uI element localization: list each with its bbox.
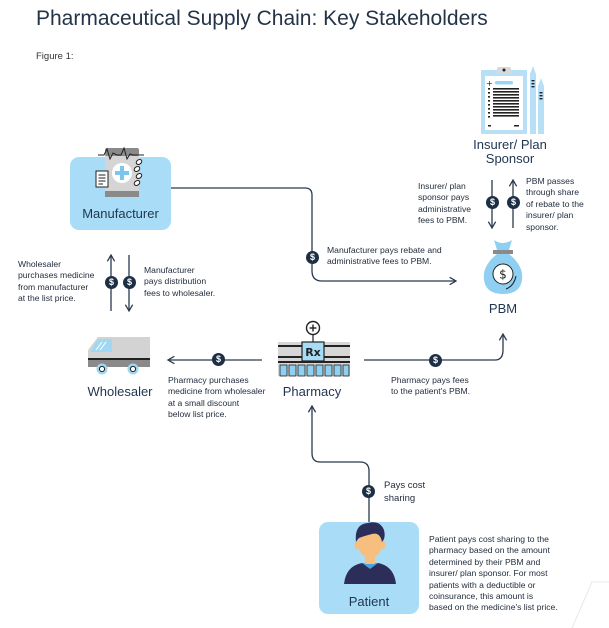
note-pbm-to-insurer: PBM passes through share of rebate to th… [526,176,584,232]
insurer-label-line2: Sponsor [485,151,535,166]
pbm-label: PBM [488,301,518,316]
delivery-truck-icon [88,337,150,375]
arrow-pharmacy-to-pbm [364,332,508,361]
dollar-coin-icon: $ [105,276,118,289]
note-pharmacy-to-pbm: Pharmacy pays fees to the patient's PBM. [391,375,471,397]
person-icon [344,522,396,584]
note-pharmacy-to-wholesaler: Pharmacy purchases medicine from wholesa… [168,375,266,420]
note-wholesaler-to-manufacturer: Wholesaler purchases medicine from manuf… [18,259,95,304]
pharmacy-label: Pharmacy [282,384,342,399]
money-bag-icon: $ [483,240,523,294]
note-manufacturer-to-wholesaler: Manufacturer pays distribution fees to w… [144,265,216,298]
dollar-coin-icon: $ [212,353,225,366]
dollar-coin-icon: $ [123,276,136,289]
decorative-corner-line [571,581,609,628]
figure-label: Figure 1: [36,51,74,62]
note-insurer-to-pbm: Insurer/ plan sponsor pays administrativ… [418,181,472,226]
note-patient-to-pharmacy: Pays cost sharing [384,480,426,504]
svg-text:Rx: Rx [305,346,321,359]
wholesaler-label: Wholesaler [87,384,153,399]
dollar-coin-icon: $ [362,485,375,498]
medicine-bottle-icon [95,146,144,197]
note-patient-cost-sharing: Patient pays cost sharing to the pharmac… [429,534,558,613]
dollar-coin-icon: $ [429,354,442,367]
clipboard-icon: + [481,66,544,134]
arrow-manufacturer-to-pbm [171,187,458,286]
insurer-label-line1: Insurer/ Plan [473,137,547,152]
svg-text:+: + [486,79,493,88]
manufacturer-label: Manufacturer [82,206,159,221]
note-manufacturer-to-pbm: Manufacturer pays rebate and administrat… [327,245,442,267]
page-title: Pharmaceutical Supply Chain: Key Stakeho… [36,7,488,30]
dollar-coin-icon: $ [507,196,520,209]
svg-text:$: $ [499,268,507,282]
patient-label: Patient [348,594,390,609]
pharmacy-store-icon: Rx [278,320,350,377]
dollar-coin-icon: $ [306,251,319,264]
arrow-patient-to-pharmacy [307,404,370,522]
dollar-coin-icon: $ [486,196,499,209]
